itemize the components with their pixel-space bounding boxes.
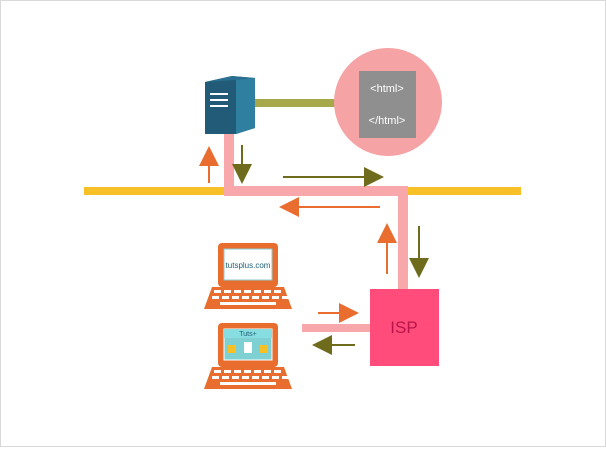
server-icon [205,76,255,134]
isp-box [370,289,439,366]
html-page-node: <html> </html> [334,48,442,156]
html-close-tag: </html> [369,115,406,127]
html-document-icon [359,71,416,138]
network-path [224,134,408,332]
isp-node: ISP [370,289,439,366]
laptop-icon: tutsplus.com [204,243,292,309]
isp-label: ISP [390,318,417,337]
html-open-tag: <html> [370,83,404,95]
laptop-icon: Tuts+ [204,323,292,389]
laptop-bottom-screen-text: Tuts+ [239,331,256,338]
laptop-top-screen-text: tutsplus.com [226,261,271,270]
server-to-isp-connection [224,134,408,292]
